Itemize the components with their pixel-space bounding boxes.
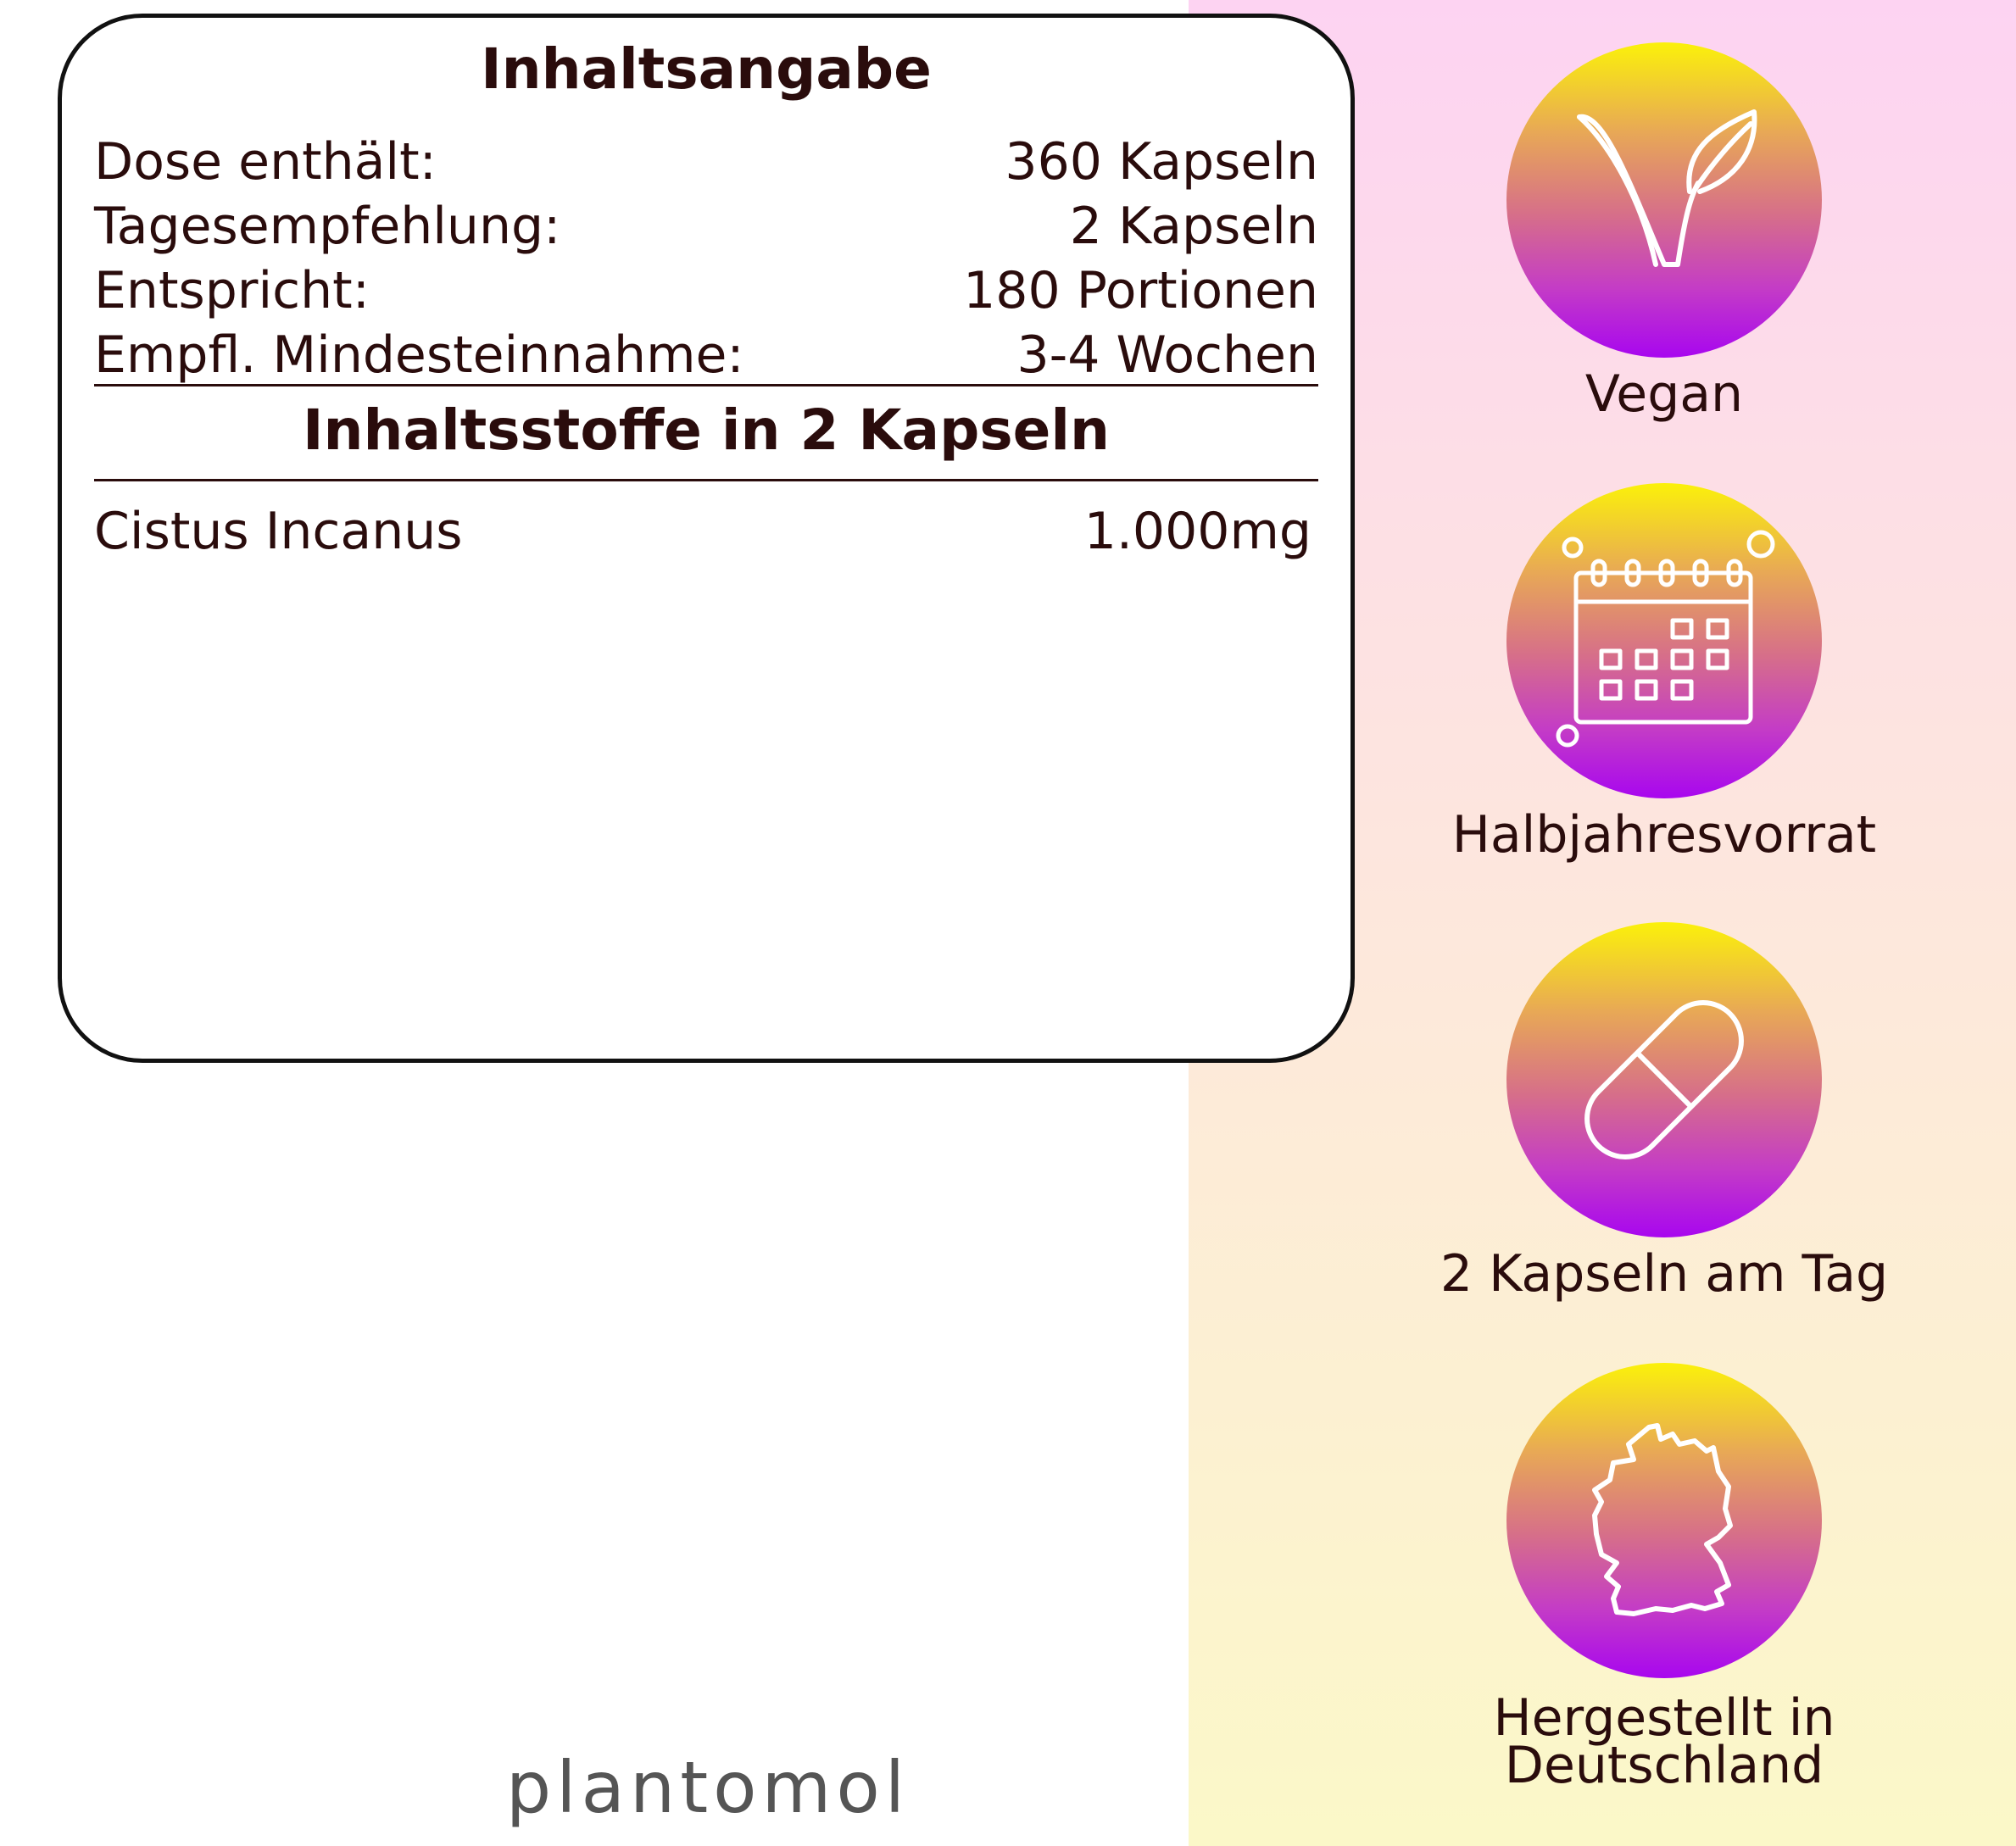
- badge-label-dosage: 2 Kapseln am Tag: [1440, 1244, 1889, 1304]
- info-row: Tagesempfehlung: 2 Kapseln: [94, 194, 1318, 259]
- info-row-value: 360 Kapseln: [1005, 132, 1318, 192]
- calendar-badge: [1506, 483, 1822, 798]
- info-row-label: Dose enthält:: [94, 132, 437, 192]
- calendar-icon: [1556, 530, 1775, 748]
- ingredient-row: Cistus Incanus 1.000mg: [94, 499, 1318, 564]
- info-row-value: 180 Portionen: [963, 261, 1318, 320]
- capsule-badge: [1506, 922, 1822, 1237]
- info-row-label: Entspricht:: [94, 261, 370, 320]
- badge-label-vegan: Vegan: [1584, 364, 1744, 424]
- divider: [94, 384, 1318, 386]
- info-row: Entspricht: 180 Portionen: [94, 259, 1318, 323]
- badge-label-origin-line1: Hergestellt in: [1493, 1688, 1835, 1748]
- nutrition-info-box: Inhaltsangabe Dose enthält: 360 Kapseln …: [58, 14, 1355, 1063]
- divider: [94, 479, 1318, 481]
- germany-map-icon: [1592, 1423, 1733, 1616]
- vegan-leaf-icon: [1577, 109, 1757, 267]
- ingredient-amount: 1.000mg: [1083, 502, 1312, 561]
- info-row: Dose enthält: 360 Kapseln: [94, 130, 1318, 194]
- brand-logo: plantomol: [505, 1746, 911, 1829]
- info-box-heading: Inhaltsangabe: [481, 36, 932, 102]
- ingredients-heading: Inhaltsstoffe in 2 Kapseln: [303, 398, 1110, 463]
- info-row-value: 3-4 Wochen: [1016, 325, 1318, 385]
- capsule-icon: [1584, 1000, 1744, 1159]
- badge-label-supply: Halbjahresvorrat: [1451, 805, 1877, 865]
- info-row-label: Empfl. Mindesteinnahme:: [94, 325, 744, 385]
- vegan-badge: [1506, 42, 1822, 358]
- info-row-label: Tagesempfehlung:: [94, 197, 561, 256]
- germany-badge: [1506, 1363, 1822, 1678]
- info-row-value: 2 Kapseln: [1069, 197, 1318, 256]
- info-row: Empfl. Mindesteinnahme: 3-4 Wochen: [94, 323, 1318, 387]
- badge-label-origin-line2: Deutschland: [1504, 1736, 1824, 1795]
- ingredient-name: Cistus Incanus: [94, 502, 463, 561]
